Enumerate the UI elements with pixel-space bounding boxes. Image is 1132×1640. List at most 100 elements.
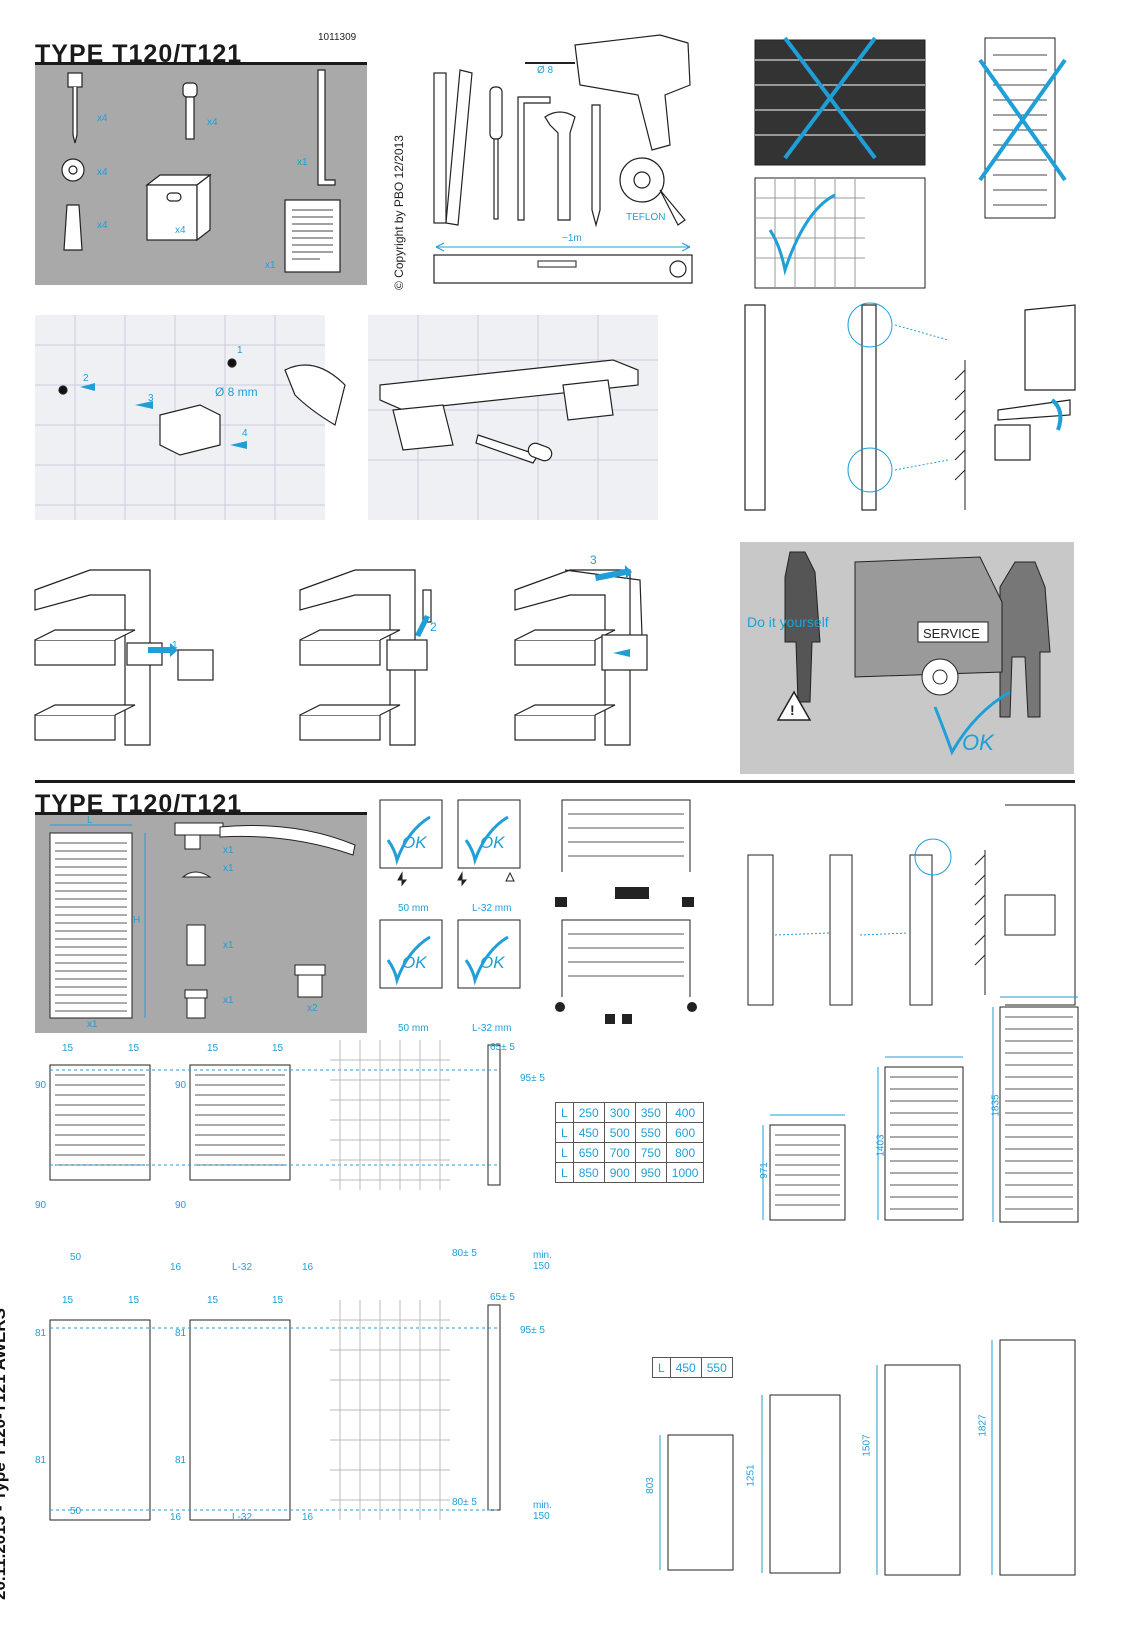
drill-size-label: Ø 8: [537, 65, 554, 76]
height-971: 971: [758, 1162, 770, 1179]
width-table-cell: 350: [634, 1102, 667, 1123]
dim-16-a: 16: [170, 1262, 182, 1273]
dim-15-g: 15: [207, 1295, 219, 1306]
dim-50-a: 50: [70, 1252, 82, 1263]
connection-ok-boxes: [379, 799, 521, 989]
width-table-cell: 950: [634, 1162, 667, 1183]
valve-position-diagrams: [555, 799, 697, 1024]
width-label: L: [87, 815, 93, 826]
width-table-small-cell: 450: [669, 1357, 702, 1378]
height-1251: 1251: [745, 1464, 757, 1487]
title-rule-bottom: [35, 812, 367, 815]
screw-qty: x4: [97, 113, 108, 124]
dim-150-b: 150: [533, 1511, 550, 1522]
width-table-cell: 750: [634, 1142, 667, 1163]
radiator-qty: x1: [87, 1019, 98, 1030]
conn-dist-2: L-32 mm: [472, 903, 512, 914]
height-1403: 1403: [875, 1134, 887, 1157]
dim-16-d: 16: [302, 1512, 314, 1523]
assembly-step-3: 3: [590, 553, 597, 567]
height-1827: 1827: [977, 1414, 989, 1437]
height-variants-top: [762, 996, 1079, 1223]
wall-drilling-panel: [35, 315, 346, 520]
dim-50-b: 50: [70, 1506, 82, 1517]
width-table-cell: 550: [634, 1122, 667, 1143]
ok-box-1: OK: [402, 833, 427, 852]
connection-sequence: [747, 804, 1076, 1006]
dim-16-c: 16: [170, 1512, 182, 1523]
width-table-cell: 900: [603, 1162, 636, 1183]
dim-65-b: 65± 5: [490, 1292, 515, 1303]
plug-qty: x4: [97, 220, 108, 231]
dim-90-d: 90: [175, 1200, 187, 1211]
key-qty: x1: [297, 157, 308, 168]
width-table-cell: 250: [572, 1102, 605, 1123]
sidebar-date-label: 20.11.2013 - Type T120-T121 AWERS: [0, 1308, 9, 1600]
plug-qty-bottom: x1: [223, 995, 234, 1006]
warning-mark: !: [790, 702, 795, 718]
height-1507: 1507: [861, 1434, 873, 1457]
tools-illustration: [433, 34, 693, 284]
assembly-step-1: 1: [172, 640, 178, 651]
service-label: SERVICE: [923, 626, 980, 641]
width-table-cell: L: [555, 1142, 574, 1163]
manual-qty: x1: [265, 260, 276, 271]
service-panel: Do it yourself SERVICE OK !: [740, 542, 1074, 774]
dim-min-b: min.: [533, 1500, 552, 1511]
dim-15-c: 15: [207, 1043, 219, 1054]
parts-bottom-illustration: [49, 822, 356, 1019]
cap-qty: x1: [223, 863, 234, 874]
dim-150-a: 150: [533, 1261, 550, 1272]
dim-min-a: min.: [533, 1250, 552, 1261]
width-table-cell: 300: [603, 1102, 636, 1123]
dim-15-b: 15: [128, 1043, 140, 1054]
service-illustration: [776, 551, 1051, 756]
width-table-cell: 650: [572, 1142, 605, 1163]
parts-panel-top: x4 x4 x4 x1 x4 x4 x1: [35, 65, 367, 285]
mount-step-4: 4: [242, 428, 248, 439]
title-rule: [35, 62, 367, 65]
dim-15-h: 15: [272, 1295, 284, 1306]
bolt-qty: x4: [207, 117, 218, 128]
level-tightening-panel: [368, 315, 658, 520]
dim-80-a: 80± 5: [452, 1248, 477, 1259]
width-table-small-cell: 550: [700, 1357, 733, 1378]
width-table-cell: 450: [572, 1122, 605, 1143]
ok-box-4: OK: [480, 953, 505, 972]
bracket-assembly-steps: [34, 565, 648, 746]
drill-diameter-label: Ø 8 mm: [215, 385, 258, 399]
dim-81-c: 81: [175, 1328, 187, 1339]
nut-qty: x2: [307, 1003, 318, 1014]
width-table-cell: 1000: [665, 1162, 705, 1183]
width-table-cell: L: [555, 1122, 574, 1143]
dim-81-d: 81: [175, 1455, 187, 1466]
width-table-cell: L: [555, 1102, 574, 1123]
dim-15-d: 15: [272, 1043, 284, 1054]
valve-qty: x1: [223, 845, 234, 856]
dim-15-f: 15: [128, 1295, 140, 1306]
height-1835: 1835: [990, 1094, 1002, 1117]
width-table-cell: 600: [665, 1122, 705, 1143]
dim-81-a: 81: [35, 1328, 47, 1339]
parts-panel-bottom: L H x1 x1 x1 x1 x1 x2: [35, 815, 367, 1033]
conn-dist-4: L-32 mm: [472, 1023, 512, 1034]
sleeve-qty: x1: [223, 940, 234, 951]
block-qty: x4: [175, 225, 186, 236]
conn-dist-1: 50 mm: [398, 903, 429, 914]
copyright-text: © Copyright by PBO 12/2013: [392, 135, 406, 290]
dim-15-a: 15: [62, 1043, 74, 1054]
level-length-label: ~1m: [562, 233, 582, 244]
diy-label: Do it yourself: [747, 614, 829, 630]
height-label: H: [133, 915, 141, 926]
width-table-cell: 500: [603, 1122, 636, 1143]
dim-l32-a: L-32: [232, 1262, 253, 1273]
mount-step-2: 2: [83, 373, 89, 384]
washer-qty: x4: [97, 167, 108, 178]
mount-step-3: 3: [148, 393, 154, 404]
conn-dist-3: 50 mm: [398, 1023, 429, 1034]
